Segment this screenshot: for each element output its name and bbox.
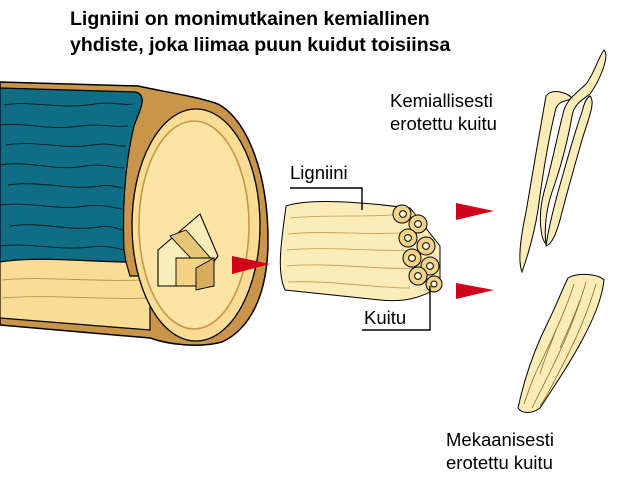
mechanical-fiber-body — [517, 273, 605, 413]
mechanical-fiber-fibrils — [523, 281, 597, 409]
label-chemical-line-2: erotettu kuitu — [390, 113, 497, 134]
arrow-log-to-bundle — [232, 256, 270, 274]
bark-texture — [0, 102, 133, 251]
mechanical-fiber — [517, 273, 605, 413]
lignin-leader-line — [290, 187, 363, 210]
diagram-title: Ligniini on monimutkainen kemiallinen yh… — [70, 6, 610, 58]
arrow-to-mechanical-fiber — [456, 283, 494, 299]
title-line-1: Ligniini on monimutkainen kemiallinen — [70, 8, 430, 30]
log-trunk-wood — [0, 258, 151, 331]
bundle-body — [279, 201, 441, 302]
label-lignin: Ligniini — [290, 162, 348, 183]
label-chemical-line-1: Kemiallisesti — [390, 90, 493, 111]
chemical-fibers — [519, 49, 607, 274]
fiber-bundle — [279, 201, 443, 302]
log-bark-surface — [0, 87, 143, 263]
title-line-2: yhdiste, joka liimaa puun kuidut toisiin… — [70, 34, 451, 56]
label-chemical-fiber: Kemiallisesti erotettu kuitu — [390, 89, 497, 135]
label-mechanical-fiber: Mekaanisesti erotettu kuitu — [446, 428, 554, 474]
trunk-grain — [1, 278, 146, 299]
chemical-fiber-3 — [545, 95, 593, 247]
arrow-to-chemical-fiber — [456, 203, 494, 220]
label-mechanical-line-1: Mekaanisesti — [446, 429, 554, 450]
label-fiber: Kuitu — [364, 307, 407, 328]
bundle-fiber-ends — [392, 204, 443, 293]
label-mechanical-line-2: erotettu kuitu — [446, 452, 553, 473]
log-illustration — [0, 81, 269, 346]
fiber-leader-line — [362, 286, 431, 331]
